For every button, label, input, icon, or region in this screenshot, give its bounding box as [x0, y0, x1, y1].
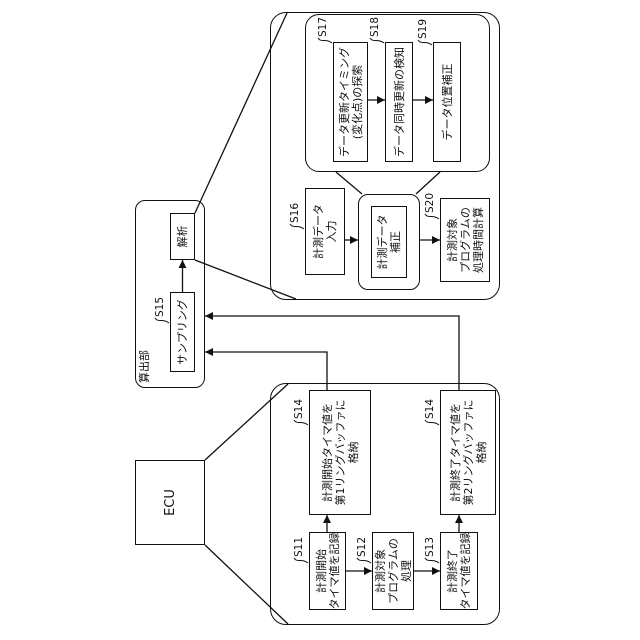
- step-text-line: 計測対象: [446, 218, 459, 262]
- step-text-line: 処理: [400, 560, 413, 582]
- step-text-line: 計測データ: [312, 204, 325, 259]
- step-text-line: 補正: [389, 231, 402, 253]
- ecu-box: ECU: [135, 460, 205, 545]
- step-s18-box: データ同時更新の検知: [385, 42, 413, 162]
- step-number: S19: [417, 19, 429, 39]
- leader-line-icon: [356, 557, 372, 564]
- step-number: S13: [424, 537, 436, 557]
- step-label-s16: S16: [289, 203, 305, 230]
- step-s12-box: 計測対象 プログラムの 処理: [372, 532, 414, 610]
- step-text-line: 処理時間計算: [472, 207, 485, 273]
- step-label-s14-start: S14: [293, 399, 309, 426]
- step-text-line: データ位置補正: [441, 64, 454, 141]
- step-text-line: データ更新タイミング: [338, 47, 351, 157]
- leader-line-icon: [289, 223, 305, 230]
- step-text-line: 格納: [475, 442, 488, 464]
- step-label-s18: S18: [369, 17, 385, 44]
- step-label-s19: S19: [417, 19, 433, 46]
- step-text-line: タイマ値を記録: [328, 533, 341, 610]
- step-text-line: データ同時更新の検知: [393, 47, 406, 157]
- leader-line-icon: [417, 39, 433, 46]
- calc-unit-label: 算出部: [138, 350, 151, 383]
- analysis-box: 解析: [170, 213, 195, 260]
- step-s14-start-box: 計測開始タイマ値を 第1リングバッファに 格納: [309, 390, 371, 515]
- step-text-line: 計測開始: [315, 549, 328, 593]
- step-text-line: (変化点)の探索: [351, 65, 364, 140]
- step-label-s14-end: S14: [424, 399, 440, 426]
- leader-line-icon: [293, 419, 309, 426]
- step-text-line: 計測終了: [446, 549, 459, 593]
- leader-line-icon: [293, 557, 309, 564]
- leader-line-icon: [424, 213, 440, 220]
- step-label-s13: S13: [424, 537, 440, 564]
- leader-line-icon: [317, 37, 333, 44]
- step-text-line: 格納: [347, 442, 360, 464]
- leader-line-icon: [369, 37, 385, 44]
- step-text-line: タイマ値を記録: [459, 533, 472, 610]
- step-label-s15: S15: [154, 297, 170, 324]
- step-s13-box: 計測終了 タイマ値を記録: [440, 532, 478, 610]
- step-text-line: プログラムの: [459, 207, 472, 273]
- sampling-text: サンプリング: [176, 299, 189, 365]
- step-text-line: 計測対象: [374, 549, 387, 593]
- correction-box: 計測データ 補正: [371, 206, 407, 278]
- step-number: S14: [293, 399, 305, 419]
- step-label-s11: S11: [293, 537, 309, 564]
- leader-line-icon: [424, 419, 440, 426]
- step-text-line: 計測データ: [376, 215, 389, 270]
- step-text-line: 計測終了タイマ値を: [449, 403, 462, 502]
- step-number: S18: [369, 17, 381, 37]
- step-text-line: 第2リングバッファに: [462, 400, 475, 506]
- step-number: S16: [289, 203, 301, 223]
- step-text-line: プログラムの: [387, 538, 400, 604]
- step-number: S11: [293, 537, 305, 557]
- ecu-label: ECU: [164, 489, 177, 516]
- step-text-line: 入力: [325, 221, 338, 243]
- leader-line-icon: [154, 317, 170, 324]
- step-s20-box: 計測対象 プログラムの 処理時間計算: [440, 198, 490, 282]
- step-text-line: 第1リングバッファに: [334, 400, 347, 506]
- step-number: S20: [424, 193, 436, 213]
- step-number: S14: [424, 399, 436, 419]
- step-text-line: 計測開始タイマ値を: [321, 403, 334, 502]
- arrow-s14-end-to-calc-unit: [205, 316, 459, 390]
- analysis-text: 解析: [176, 226, 189, 248]
- step-number: S15: [154, 297, 166, 317]
- step-s11-box: 計測開始 タイマ値を記録: [309, 532, 346, 610]
- step-label-s17: S17: [317, 17, 333, 44]
- step-s16-box: 計測データ 入力: [305, 188, 345, 275]
- step-number: S17: [317, 17, 329, 37]
- step-s14-end-box: 計測終了タイマ値を 第2リングバッファに 格納: [440, 390, 496, 515]
- sampling-box: サンプリング: [170, 292, 195, 372]
- step-s17-box: データ更新タイミング (変化点)の探索: [333, 42, 368, 162]
- step-label-s20: S20: [424, 193, 440, 220]
- leader-line-icon: [424, 557, 440, 564]
- step-label-s12: S12: [356, 537, 372, 564]
- step-number: S12: [356, 537, 368, 557]
- step-s19-box: データ位置補正: [433, 42, 461, 162]
